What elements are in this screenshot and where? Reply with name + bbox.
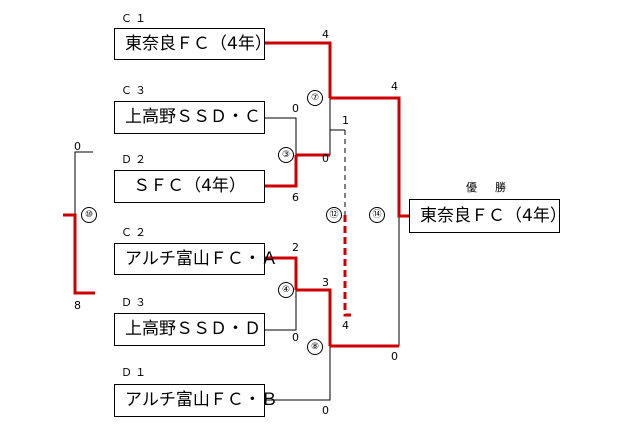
score-match3-bottom: 6 [292,191,299,204]
line-match10-top [74,151,93,215]
winner-lines [63,41,409,348]
line-match4-to-d3 [265,290,297,331]
score-match14-top: 4 [391,80,398,93]
score-match12-bottom: 4 [342,319,349,332]
match-3-number: ③ [278,147,294,163]
match-12-number: ⑫ [326,207,342,223]
line-c2-to-match4 [265,256,298,290]
score-match7-bottom: 0 [322,152,329,165]
score-match7-top: 4 [322,28,329,41]
team-box-d3: 上高野ＳＳＤ・Ｄ [114,313,265,346]
score-match14-bottom: 0 [391,350,398,363]
score-match8-top: 3 [322,276,329,289]
line-d1-to-match8 [265,346,331,401]
line-match12-red-dashed [343,215,355,317]
line-match10 [63,213,95,295]
loser-lines [74,98,400,401]
score-match4-bottom: 0 [292,331,299,344]
team-box-c3: 上高野ＳＳＤ・Ｃ [114,101,265,134]
seed-d2: Ｄ２ [121,153,149,166]
match-14-number: ⑭ [369,207,385,223]
champion-box: 東奈良ＦＣ（4年） [409,199,567,233]
team-box-d2: ＳＦＣ（4年） [114,170,265,203]
team-box-c2: アルチ富山ＦＣ・Ａ [114,243,278,275]
match-8-number: ⑧ [307,339,323,355]
line-c1-to-match7 [265,41,332,98]
seed-c3: Ｃ３ [121,84,149,97]
seed-d3: Ｄ３ [121,296,149,309]
team-box-d1: アルチ富山ＦＣ・Ｂ [114,384,278,417]
line-c3-to-match3 [265,117,297,155]
match-10-number: ⑩ [81,207,97,223]
seed-c1: Ｃ１ [121,12,149,25]
score-match10-bottom: 8 [74,299,81,312]
line-sfc-to-match3 [265,155,298,188]
seed-d1: Ｄ１ [121,366,149,379]
score-match4-top: 2 [292,241,299,254]
seed-c2: Ｃ２ [121,226,149,239]
match-7-number: ⑦ [307,90,323,106]
line-match7-to-match14 [330,96,409,218]
score-match10-top: 0 [74,140,81,153]
score-match12-top: 1 [342,114,349,127]
score-match3-top: 0 [292,102,299,115]
line-match4-to-match8 [296,288,332,346]
match-4-number: ④ [278,282,294,298]
score-match8-bottom: 0 [322,404,329,417]
champion-label: 優勝 [466,181,524,194]
team-box-c1: 東奈良ＦＣ（4年） [114,28,272,60]
